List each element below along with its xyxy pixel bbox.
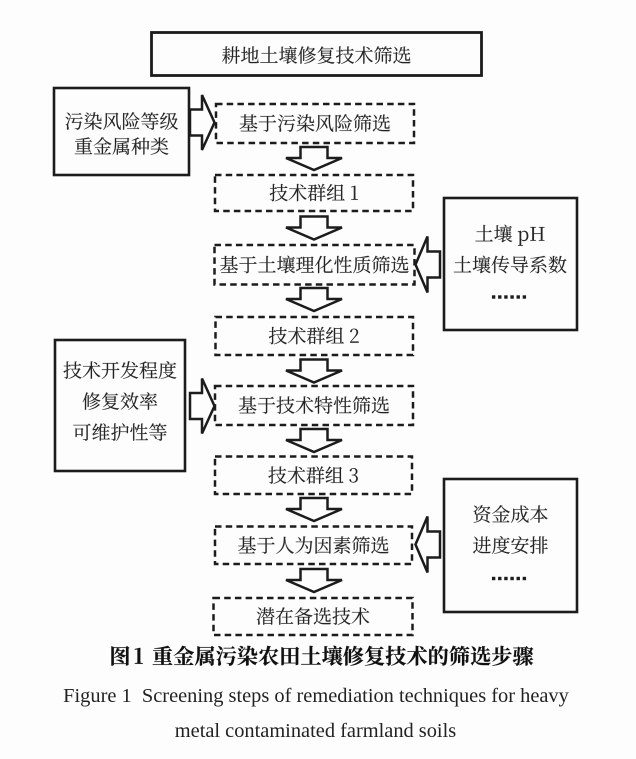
svg-text:Figure 1 Screening steps of r: Figure 1 Screening steps of remediation … xyxy=(63,685,569,707)
svg-text:metal contaminated farmland so: metal contaminated farmland soils xyxy=(175,720,456,742)
